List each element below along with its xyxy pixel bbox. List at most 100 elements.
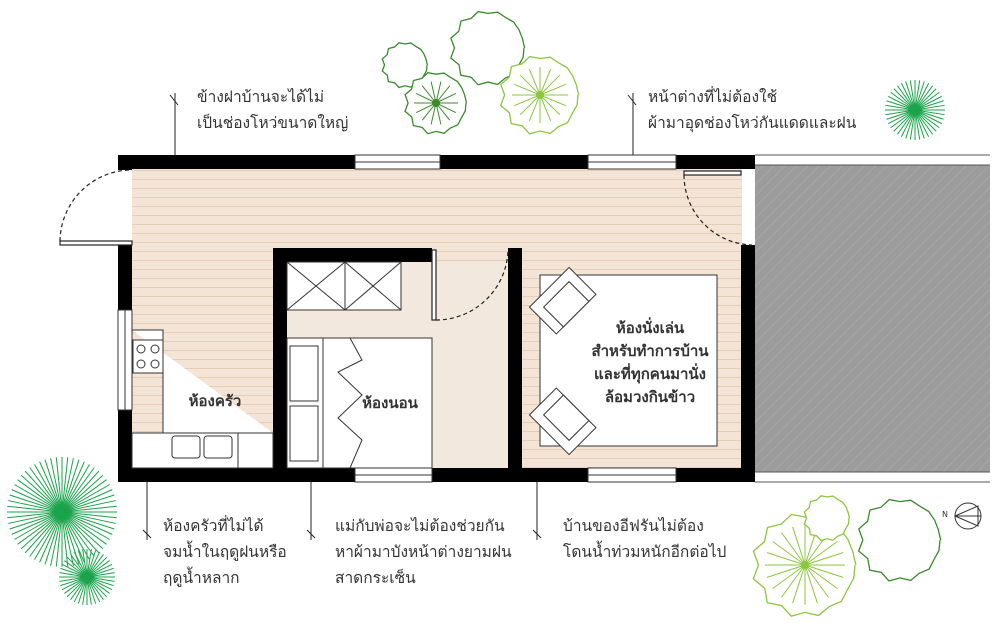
tree-icon (24, 511, 63, 554)
tree-icon (792, 526, 806, 566)
tree-icon (86, 560, 110, 578)
tree-icon (61, 563, 88, 578)
tree-icon (914, 91, 940, 111)
tree-icon (914, 109, 942, 125)
note-kitchen: ห้องครัวที่ไม่ได้ จมน้ำในฤดูฝนหรือ ฤดูน้… (163, 517, 287, 587)
tree-icon (70, 576, 88, 600)
tree-icon (55, 511, 63, 567)
tree-icon (77, 550, 88, 578)
trees (7, 10, 945, 617)
tree-icon (61, 511, 104, 550)
tree-icon (804, 564, 818, 604)
tree-icon (914, 83, 930, 111)
room-label-kitchen: ห้องครัว (188, 392, 242, 410)
tree-icon (29, 467, 63, 513)
tree-icon (60, 576, 88, 587)
tree-icon (893, 88, 916, 111)
tree-icon (781, 532, 806, 566)
tree-icon (39, 461, 63, 513)
tree-icon (86, 549, 92, 578)
tree-icon (766, 564, 806, 578)
tree-icon (86, 576, 97, 604)
tree-icon (914, 104, 945, 111)
tree-icon (528, 94, 541, 122)
tree-icon (61, 470, 100, 513)
tree-icon (9, 511, 63, 530)
tree-icon (39, 511, 63, 563)
tree-icon (914, 88, 937, 111)
tree-icon (772, 564, 806, 589)
tree-icon (50, 458, 63, 513)
tree-icon (519, 74, 541, 96)
tree-icon (86, 576, 101, 603)
tree-icon (14, 511, 63, 540)
tree-icon (61, 489, 113, 513)
wardrobe (286, 261, 402, 311)
tree-icon (539, 94, 567, 107)
tree-icon (9, 494, 63, 513)
tree-icon (73, 576, 88, 603)
tree-icon (64, 560, 88, 578)
tree-icon (34, 511, 63, 560)
tree-icon (17, 479, 63, 513)
tree-icon (24, 470, 63, 513)
tree-icon (86, 576, 114, 587)
tree-icon (7, 511, 63, 519)
deck (755, 165, 990, 472)
room-label-bedroom: ห้องนอน (362, 394, 418, 412)
tree-icon (803, 495, 851, 542)
tree-icon (14, 484, 63, 513)
tree-icon (29, 511, 63, 557)
tree-icon (61, 458, 74, 513)
tree-icon (86, 563, 113, 578)
tree-icon (792, 564, 806, 604)
tree-icon (539, 94, 552, 122)
tree-icon (914, 109, 945, 116)
tree-icon (50, 511, 63, 566)
tree-icon (900, 83, 916, 111)
tree-icon (86, 576, 110, 594)
tree-icon (772, 541, 806, 566)
tree-icon (914, 81, 925, 111)
compass-icon (954, 502, 982, 530)
tree-icon (885, 109, 916, 116)
leader-lines (142, 93, 637, 540)
tree-icon (914, 95, 942, 111)
tree-icon (888, 95, 916, 111)
tree-icon (61, 461, 85, 513)
tree-icon (59, 576, 88, 582)
tree-icon (86, 567, 114, 578)
tree-icon (61, 511, 117, 519)
tree-icon (61, 511, 95, 557)
tree-icon (804, 552, 844, 566)
tree-icon (61, 511, 116, 524)
tree-icon (513, 94, 541, 107)
tree-icon (86, 554, 104, 578)
tree-icon (17, 511, 63, 545)
tree-icon (61, 511, 110, 540)
armchairs (528, 266, 597, 456)
tree-icon (61, 467, 95, 513)
tree-icon (900, 109, 916, 137)
tree-icon (513, 83, 541, 96)
tree-icon (86, 576, 92, 605)
note-window: หน้าต่างที่ไม่ต้องใช้ ผ้ามาอุดช่องโหว่กั… (648, 88, 857, 132)
tree-icon (450, 10, 526, 86)
tree-icon (7, 505, 63, 513)
tree-icon (59, 572, 88, 578)
note-house: บ้านของอีฟรันไม่ต้อง โดนน้ำท่วมหนักอีกต่… (563, 517, 727, 561)
tree-icon (905, 109, 916, 139)
tree-icon (61, 500, 116, 513)
note-bedroom: แม่กับพ่อจะไม่ต้องช่วยกัน หาผ้ามาบังหน้า… (335, 517, 512, 587)
tree-icon (781, 564, 806, 598)
tree-icon (86, 572, 115, 578)
tree-icon (896, 85, 916, 111)
tree-icon (20, 474, 63, 513)
tree-icon (82, 549, 88, 578)
tree-icon (55, 457, 63, 513)
tree-icon (61, 457, 69, 513)
tree-icon (888, 109, 916, 125)
tree-icon (82, 576, 88, 605)
tree-icon (539, 74, 561, 96)
